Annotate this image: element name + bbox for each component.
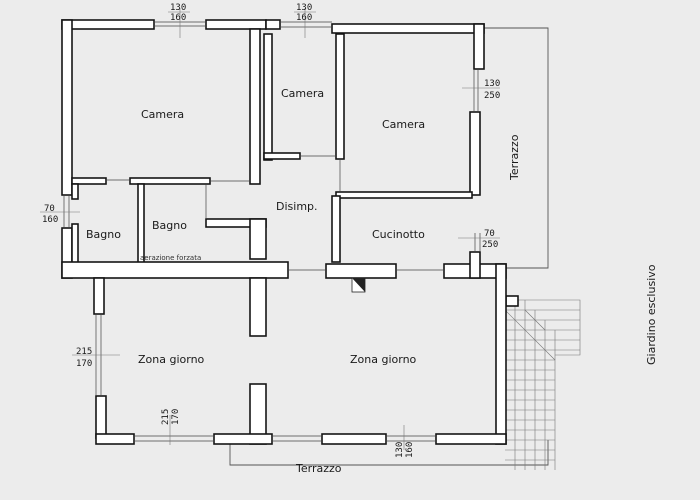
aerazione-note: aerazione forzata <box>140 254 201 262</box>
room-zona-giorno-left: Zona giorno <box>138 353 205 366</box>
dim-3-bottom: 250 <box>484 91 500 101</box>
room-cucinotto: Cucinotto <box>372 228 425 241</box>
dim-2-bottom: 160 <box>296 13 312 23</box>
dim-7-bottom: 170 <box>171 409 181 425</box>
dim-5-top: 70 <box>484 229 495 239</box>
room-disimpegno: Disimp. <box>276 200 318 213</box>
terrazzo-side: Terrazzo <box>508 134 521 181</box>
terrace-boundary-right <box>478 27 549 269</box>
dim-6-top: 215 <box>76 347 92 357</box>
giardino-esclusivo: Giardino esclusivo <box>645 264 658 365</box>
dim-6-bottom: 170 <box>76 359 92 369</box>
terrace-boundary-bottom <box>229 440 549 466</box>
windows <box>63 21 481 442</box>
dimension-ticks <box>40 8 500 450</box>
room-camera-right: Camera <box>382 118 425 131</box>
stairs <box>504 295 581 470</box>
dim-4-bottom: 160 <box>42 215 58 225</box>
terrazzo-bottom: Terrazzo <box>295 462 342 475</box>
dim-1-bottom: 160 <box>170 13 186 23</box>
dim-5-bottom: 250 <box>482 240 498 250</box>
dim-8-bottom: 160 <box>405 442 415 458</box>
room-bagno-right: Bagno <box>152 219 187 232</box>
dim-8-top: 130 <box>395 442 405 458</box>
room-bagno-left: Bagno <box>86 228 121 241</box>
room-camera-middle: Camera <box>281 87 324 100</box>
entrance-step <box>351 277 366 293</box>
dim-7-top: 215 <box>161 409 171 425</box>
dim-4-top: 70 <box>44 204 55 214</box>
room-zona-giorno-right: Zona giorno <box>350 353 417 366</box>
room-camera-left: Camera <box>141 108 184 121</box>
dim-1-top: 130 <box>170 3 186 13</box>
dim-3-top: 130 <box>484 79 500 89</box>
dim-2-top: 130 <box>296 3 312 13</box>
walls <box>61 19 507 445</box>
